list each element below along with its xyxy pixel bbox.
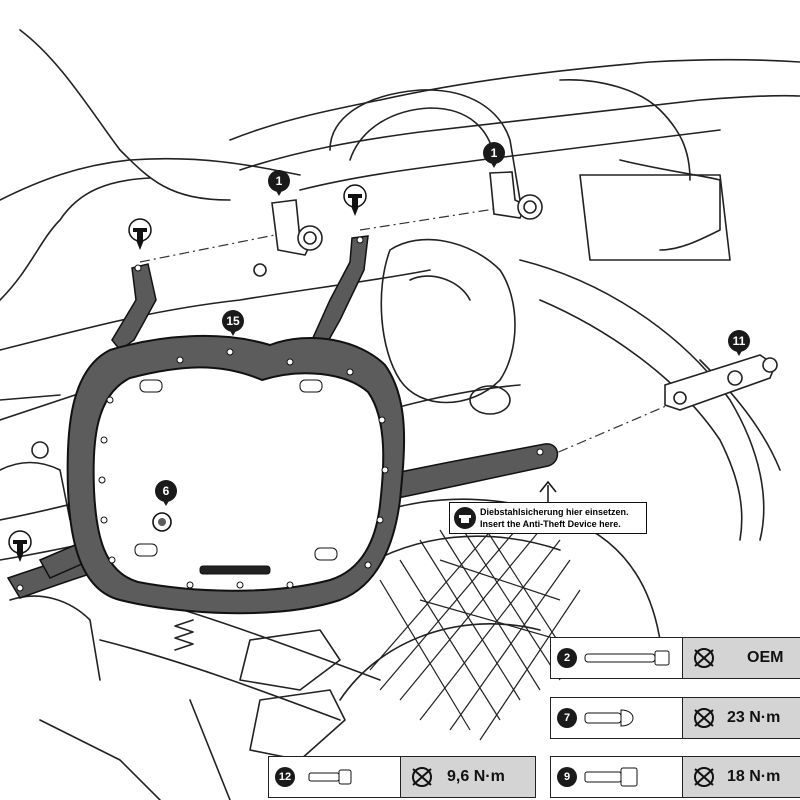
bolt-icon bbox=[584, 709, 634, 727]
part-number: 2 bbox=[557, 648, 577, 668]
torque-wrench-icon bbox=[694, 708, 714, 728]
torque-row-7: 7 23 N·m bbox=[550, 697, 800, 739]
torque-wrench-icon bbox=[694, 648, 714, 668]
lock-icon bbox=[8, 530, 32, 562]
notice-line-de: Diebstahlsicherung hier einsetzen. bbox=[480, 507, 629, 517]
callout-1-left: 1 bbox=[268, 170, 290, 196]
part-number: 7 bbox=[557, 708, 577, 728]
anti-theft-icon bbox=[454, 507, 476, 529]
torque-row-9: 9 18 N·m bbox=[550, 756, 800, 798]
torque-wrench-icon bbox=[412, 767, 432, 787]
torque-row-12: 12 9,6 N·m bbox=[268, 756, 536, 798]
callout-1-right: 1 bbox=[483, 142, 505, 168]
lock-icon bbox=[343, 184, 367, 216]
callout-11: 11 bbox=[728, 330, 750, 356]
torque-value: 18 N·m bbox=[727, 768, 781, 785]
bolt-icon bbox=[584, 650, 670, 666]
callout-15: 15 bbox=[222, 310, 244, 336]
part-number: 12 bbox=[275, 767, 295, 787]
notice-line-en: Insert the Anti-Theft Device here. bbox=[480, 519, 621, 529]
bolt-icon bbox=[584, 767, 638, 787]
torque-value: 23 N·m bbox=[727, 709, 781, 726]
callout-6: 6 bbox=[155, 480, 177, 506]
anti-theft-notice: Diebstahlsicherung hier einsetzen. Inser… bbox=[449, 502, 647, 534]
torque-row-2: 2 OEM bbox=[550, 637, 800, 679]
lock-icon bbox=[128, 218, 152, 250]
torque-value: 9,6 N·m bbox=[447, 768, 505, 785]
torque-value: OEM bbox=[747, 649, 784, 666]
bolt-icon bbox=[308, 769, 352, 785]
torque-wrench-icon bbox=[694, 767, 714, 787]
part-number: 9 bbox=[557, 767, 577, 787]
